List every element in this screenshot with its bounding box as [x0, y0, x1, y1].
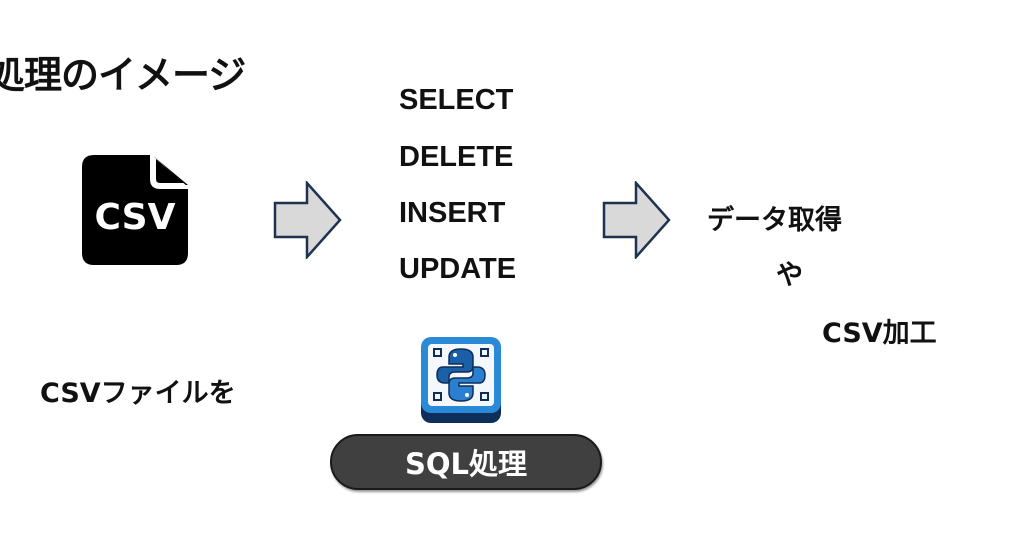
sql-process-label: SQL処理 — [404, 447, 528, 481]
result-data-fetch: データ取得 — [707, 205, 842, 236]
result-or: や — [776, 260, 803, 291]
sql-insert: INSERT — [399, 197, 506, 229]
arrow-right-icon — [273, 181, 342, 259]
sql-select: SELECT — [399, 84, 514, 116]
csv-icon-label: CSV — [95, 197, 176, 238]
sql-update: UPDATE — [399, 253, 517, 285]
source-label: CSVファイルを — [40, 378, 236, 409]
arrow-right-icon — [602, 181, 671, 259]
result-csv-edit: CSV加工 — [822, 318, 937, 349]
sql-process-badge: SQL処理 — [330, 434, 602, 490]
sql-delete: DELETE — [399, 141, 514, 173]
csv-file-icon: CSV — [82, 155, 188, 265]
python-icon — [421, 337, 501, 423]
page-title: 処理のイメージ — [0, 53, 246, 97]
